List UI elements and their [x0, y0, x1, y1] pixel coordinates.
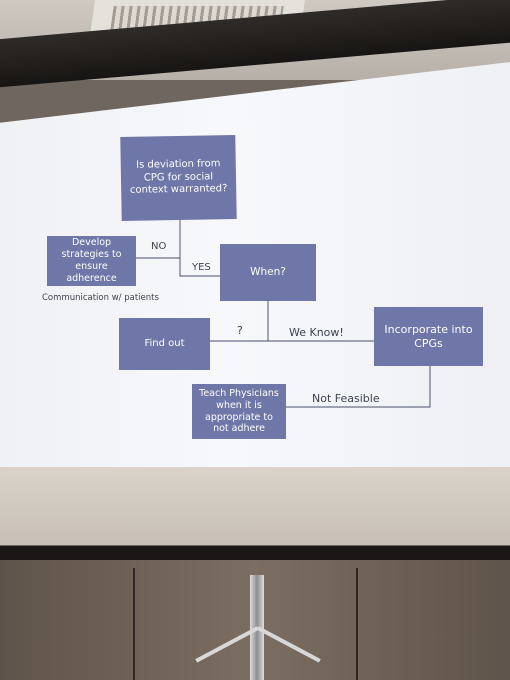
- question-mark-label: ?: [237, 324, 243, 337]
- communication-note: Communication w/ patients: [42, 293, 159, 303]
- connector-question-to-yes: [179, 258, 220, 277]
- teach-physicians-box: Teach Physicians when it is appropriate …: [192, 384, 286, 439]
- connector-incorporate-to-teach: [286, 366, 431, 408]
- wall-panel-seam: [133, 568, 135, 680]
- when-box: When?: [220, 244, 316, 301]
- yes-label: YES: [192, 262, 211, 273]
- wall-panel-seam: [356, 568, 358, 680]
- screen-bottom-bar: [0, 546, 510, 562]
- not-feasible-label: Not Feasible: [312, 392, 380, 405]
- screen-lower-panel: [0, 467, 510, 545]
- connector-question-to-no: [136, 220, 181, 259]
- find-out-box: Find out: [119, 318, 210, 370]
- we-know-label: We Know!: [289, 326, 344, 339]
- no-label: NO: [151, 241, 167, 252]
- question-box: Is deviation from CPG for social context…: [120, 135, 237, 221]
- incorporate-box: Incorporate into CPGs: [374, 307, 483, 366]
- develop-strategies-box: Develop strategies to ensure adherence: [47, 236, 136, 286]
